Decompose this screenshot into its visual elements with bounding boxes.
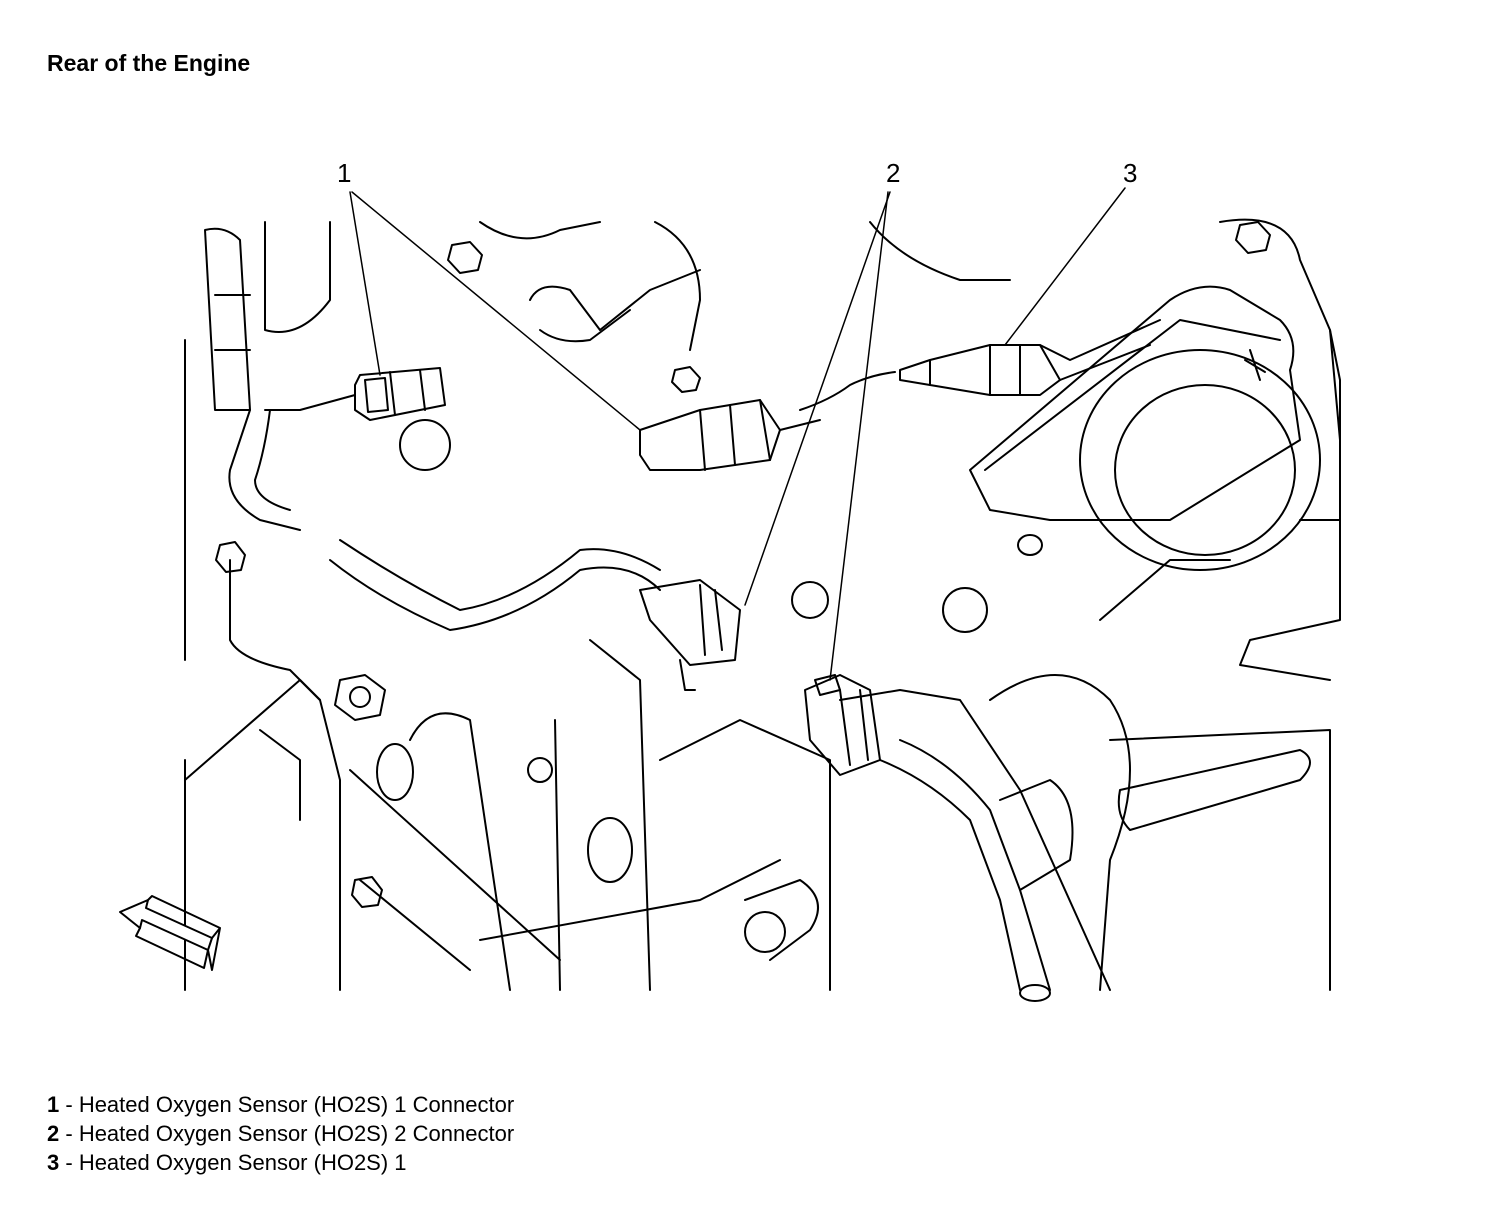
callout-labels: 1 2 3 (337, 158, 1137, 188)
legend-item-separator: - (59, 1092, 79, 1117)
exhaust-tube (529, 269, 1074, 891)
center-connector (639, 399, 821, 471)
legend-item-separator: - (59, 1150, 79, 1175)
legend-item-separator: - (59, 1121, 79, 1146)
heated-oxygen-sensor-1 (799, 319, 1161, 411)
legend-item: 1 - Heated Oxygen Sensor (HO2S) 1 Connec… (47, 1090, 514, 1119)
sensor-mount-bracket (969, 285, 1321, 621)
callout-1-label: 1 (337, 158, 351, 188)
legend-item-text: Heated Oxygen Sensor (HO2S) 1 Connector (78, 1092, 515, 1117)
legend-item-number: 1 (47, 1092, 60, 1117)
callout-leaders (349, 187, 1126, 681)
legend-item-text: Heated Oxygen Sensor (HO2S) 2 Connector (78, 1121, 515, 1146)
legend-item: 2 - Heated Oxygen Sensor (HO2S) 2 Connec… (47, 1119, 514, 1148)
legend-item-number: 3 (47, 1150, 60, 1175)
callout-3-label: 3 (1123, 158, 1137, 188)
forward-direction-arrow-icon (119, 895, 221, 971)
legend-item-text: Heated Oxygen Sensor (HO2S) 1 (78, 1150, 407, 1175)
wire-harness (228, 409, 1051, 1002)
page-title: Rear of the Engine (47, 50, 251, 76)
bolts (215, 221, 1271, 961)
callout-2-label: 2 (886, 158, 900, 188)
legend-item: 3 - Heated Oxygen Sensor (HO2S) 1 (47, 1148, 514, 1177)
legend-item-number: 2 (47, 1121, 60, 1146)
ho2s-1-connector (264, 367, 446, 421)
legend: 1 - Heated Oxygen Sensor (HO2S) 1 Connec… (47, 1090, 514, 1177)
ho2s-2-connector (639, 579, 881, 776)
engine-outline (184, 218, 1341, 991)
